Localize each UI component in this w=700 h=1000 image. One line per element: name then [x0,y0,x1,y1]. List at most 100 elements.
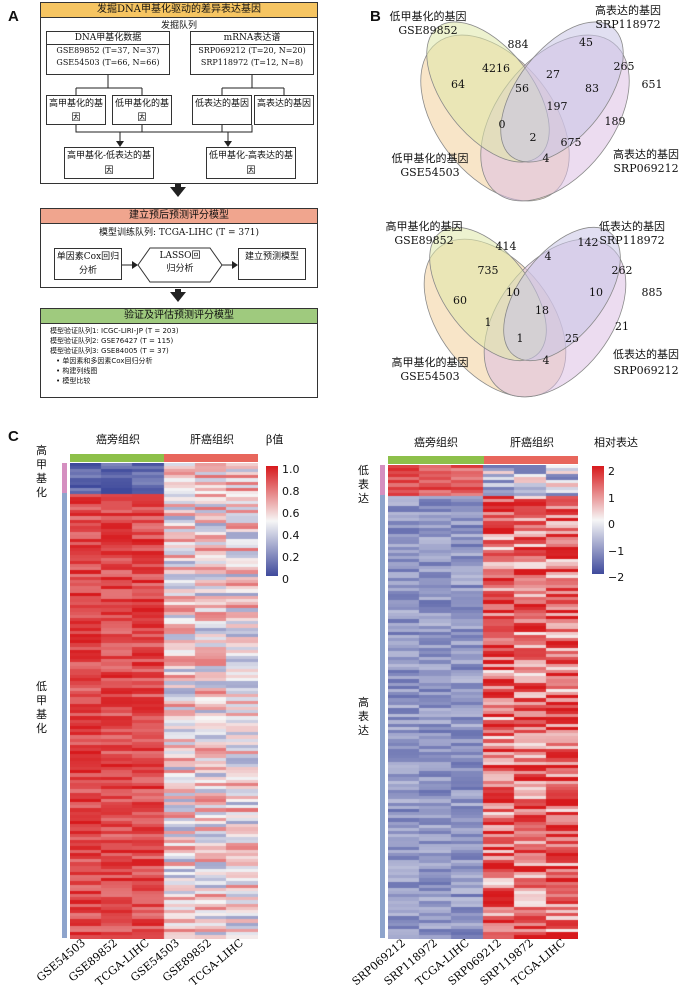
build-model-box: 建立预测模型 [238,248,306,280]
left-legend-tick: 0 [282,573,289,586]
left-legend-bar [266,466,278,576]
venn-bottom-region-bd: 262 [612,264,633,277]
venn-bottom-label-br-1: 低表达的基因 [613,347,679,361]
venn-top-label-br-2: SRP069212 [613,162,678,175]
univariate-cox-label: 单因素Cox回归分析 [56,252,120,276]
bullet-dot: • [56,377,63,385]
venn-bottom-region-ab: 4 [545,250,552,263]
venn-top-region-bcd: 675 [561,136,582,149]
venn-top-label-tr-1: 高表达的基因 [595,3,661,17]
left-legend-tick: 0.8 [282,485,300,498]
left-legend-ticks: 1.0 0.8 0.6 0.4 0.2 0 [282,459,300,591]
venn-bottom-label-bl-2: GSE54503 [400,370,459,383]
left-rowbar-hyper [62,463,67,493]
venn-top-label-br-1: 高表达的基因 [613,147,679,161]
venn-bottom-set-b [503,226,621,362]
hyper-methylated-genes-box: 高甲基化的基因 [46,95,106,125]
dna-line-1: GSE89852 (T=37, N=37) [56,46,160,55]
venn-top-region-ab: 27 [546,68,560,81]
left-group-normal-label: 癌旁组织 [96,433,140,446]
hyper-low-output-label: 高甲基化-低表达的基因 [66,151,152,176]
discovery-cohort-label: 发掘队列 [160,21,197,31]
validation-list: 模型验证队列1: ICGC-LIRI-JP (T = 203) 模型验证队列2:… [50,326,179,386]
venn-top-label-tr-2: SRP118972 [595,18,660,31]
left-legend-tick: 1.0 [282,463,300,476]
discovery-box-title: 发掘DNA甲基化驱动的差异表达基因 [41,3,317,18]
right-rowbar-high [380,495,385,938]
right-legend-tick: 1 [608,491,615,505]
hypo-high-output-box: 低甲基化-高表达的基因 [206,147,296,179]
low-expression-genes-box: 低表达的基因 [192,95,252,125]
right-expression-heatmap [388,465,578,939]
lasso-hexagon [122,247,238,283]
left-legend-tick: 0.2 [282,551,300,564]
bullet-cox: 单因素和多因素Cox回归分析 [62,357,153,365]
venn-top-region-d: 651 [642,78,663,91]
hyper-low-output-box: 高甲基化-低表达的基因 [64,147,154,179]
dna-methylation-data-box: DNA甲基化数据 GSE89852 (T=37, N=37) GSE54503 … [46,31,170,75]
venn-bottom-label-bl-1: 高甲基化的基因 [392,355,469,369]
left-methylation-heatmap [70,463,258,939]
mrna-profile-box: mRNA表达谱 SRP069212 (T=20, N=20) SRP118972… [190,31,314,75]
hyper-methylated-genes-label: 高甲基化的基因 [48,99,103,123]
hypo-high-output-label: 低甲基化-高表达的基因 [208,151,294,176]
hypo-methylated-genes-label: 低甲基化的基因 [114,99,169,123]
left-legend-tick: 0.6 [282,507,300,520]
venn-top-region-abc: 56 [515,82,529,95]
right-row-group-low: 低表达 [358,464,369,505]
right-rowbar-low [380,465,385,495]
venn-top-region-a: 884 [508,38,529,51]
venn-top-region-cd: 4 [543,152,550,165]
right-legend-tick: −2 [608,571,625,584]
venn-bottom-label-tl-1: 高甲基化的基因 [386,219,463,233]
venn-bottom-region-abd: 10 [589,286,603,299]
venn-top-region-ad: 189 [605,115,626,128]
right-group-normal-label: 癌旁组织 [414,436,458,449]
left-row-group-hyper: 高甲基化 [36,444,47,499]
venn-bottom-region-bcd: 25 [565,332,579,345]
hypo-methylated-genes-box: 低甲基化的基因 [112,95,172,125]
venn-bottom-region-ad: 21 [615,320,629,333]
left-row-group-hypo: 低甲基化 [36,680,47,735]
flow-connectors [75,75,285,302]
bullet-compare: 模型比较 [62,377,91,385]
build-model-label: 建立预测模型 [244,252,299,262]
venn-top-region-bc: 0 [499,118,506,131]
venn-bottom-label-tr-1: 低表达的基因 [599,219,665,233]
venn-bottom-region-abc: 10 [506,286,520,299]
right-column-labels: SRP069212 SRP118972 TCGA-LIHC SRP069212 … [350,936,568,988]
venn-top: 低甲基化的基因 GSE89852 高表达的基因 SRP118972 低甲基化的基… [390,3,679,202]
venn-top-region-abcd: 197 [547,100,568,113]
venn-bottom-region-b: 142 [578,236,599,249]
venn-top-region-ac: 4216 [482,62,510,75]
right-legend-tick: 0 [608,518,615,531]
venn-top-label-bl-2: GSE54503 [400,166,459,179]
venn-bottom: 高甲基化的基因 GSE89852 低表达的基因 SRP118972 高甲基化的基… [386,219,679,398]
venn-bottom-region-c: 60 [453,294,467,307]
venn-bottom-region-bc: 1 [485,316,492,329]
venn-bottom-label-tr-2: SRP118972 [599,234,664,247]
venn-bottom-region-acd: 1 [517,332,524,345]
venn-bottom-region-d: 885 [642,286,663,299]
model-building-title: 建立预后预测评分模型 [41,209,317,224]
validation-cohort-1: 模型验证队列1: ICGC-LIRI-JP (T = 203) [50,327,179,335]
validation-cohort-2: 模型验证队列2: GSE76427 (T = 115) [50,337,174,345]
venn-bottom-region-cd: 4 [543,354,550,367]
right-legend-title: 相对表达 [594,436,638,449]
venn-top-label-tl-1: 低甲基化的基因 [390,9,467,23]
validation-box-title: 验证及评估预测评分模型 [41,309,317,324]
venn-bottom-region-abcd: 18 [535,304,549,317]
right-group-tumor-label: 肝癌组织 [510,436,554,449]
dna-methylation-title: DNA甲基化数据 [47,32,169,45]
validation-box: 验证及评估预测评分模型 [40,308,318,398]
dna-line-2: GSE54503 (T=66, N=66) [56,58,160,67]
panel-label-b: B [370,8,381,25]
venn-bottom-region-ac: 735 [478,264,499,277]
venn-top-region-abd: 83 [585,82,599,95]
venn-bottom-region-a: 414 [496,240,517,253]
training-cohort-label: 模型训练队列: TCGA-LIHC (T = 371) [98,228,260,238]
left-tumor-bar [164,454,258,462]
low-expression-genes-label: 低表达的基因 [194,99,249,109]
left-column-labels: GSE54503 GSE89852 TCGA-LIHC GSE54503 GSE… [34,936,246,988]
venn-bottom-label-br-2: SRP069212 [613,364,678,377]
